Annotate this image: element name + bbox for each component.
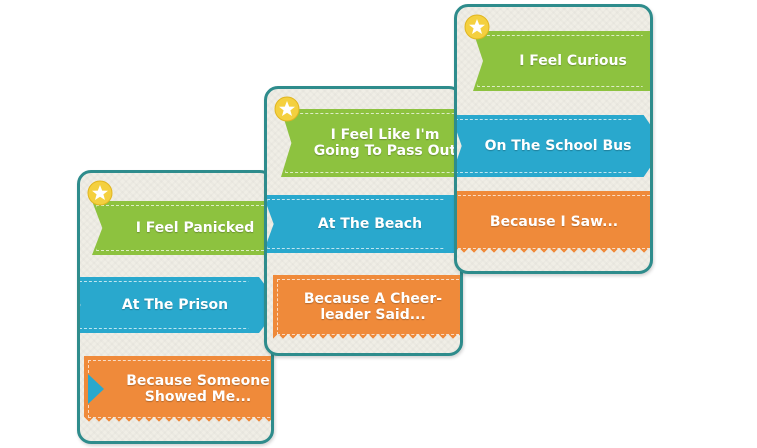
feeling-label: I Feel Panicked	[135, 220, 255, 236]
feeling-line-1: I Feel Like I'm	[330, 127, 440, 143]
card-2[interactable]: I Feel Like I'm Going To Pass Out At The…	[264, 86, 463, 356]
reason-strip[interactable]: Because I Saw...	[457, 191, 650, 253]
arrow-tip-icon	[88, 374, 104, 404]
reason-line-2: Showed Me...	[144, 389, 252, 405]
reason-line-2: leader Said...	[320, 307, 426, 323]
star-icon	[464, 14, 490, 40]
reason-strip[interactable]: Because Someone Showed Me...	[84, 356, 271, 422]
place-label: On The School Bus	[484, 138, 632, 154]
feeling-strip[interactable]: I Feel Like I'm Going To Pass Out	[281, 109, 460, 177]
feeling-strip[interactable]: I Feel Curious	[473, 31, 650, 91]
place-strip[interactable]: At The Prison	[80, 277, 271, 333]
feeling-strip[interactable]: I Feel Panicked	[92, 201, 271, 255]
feeling-label: I Feel Curious	[519, 53, 627, 69]
place-strip[interactable]: At The Beach	[267, 195, 460, 253]
reason-line-1: Because Someone	[126, 373, 270, 389]
reason-label: Because I Saw...	[489, 214, 619, 230]
reason-line-1: Because A Cheer-	[303, 291, 443, 307]
place-label: At The Prison	[121, 297, 229, 313]
star-icon	[274, 96, 300, 122]
star-icon	[87, 180, 113, 206]
place-label: At The Beach	[317, 216, 423, 232]
reason-strip[interactable]: Because A Cheer- leader Said...	[273, 275, 460, 339]
card-1[interactable]: I Feel Panicked At The Prison Because So…	[77, 170, 274, 444]
place-strip[interactable]: On The School Bus	[457, 115, 650, 177]
card-3[interactable]: I Feel Curious On The School Bus Because…	[454, 4, 653, 274]
feeling-line-2: Going To Pass Out	[313, 143, 457, 159]
